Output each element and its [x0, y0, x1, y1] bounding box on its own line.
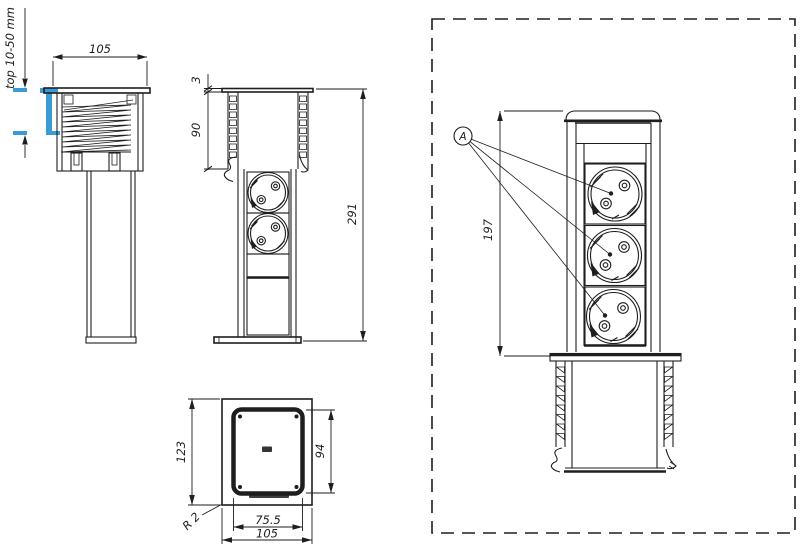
rib-strip-left	[229, 95, 237, 158]
dim-plate-length-label: 123	[174, 441, 188, 463]
cutout-length-dimension: 94	[306, 409, 335, 494]
spring-clip-right	[298, 154, 309, 173]
leader-line	[471, 138, 612, 194]
total-height-dimension: 291	[303, 88, 367, 342]
detail-tower	[564, 110, 662, 352]
upper-housing	[221, 87, 314, 183]
leader-line	[468, 142, 606, 316]
dim-total-label: 291	[345, 203, 359, 225]
top-cap	[565, 110, 661, 121]
unit-retracted-body	[43, 87, 151, 344]
width-dimension: 105	[52, 42, 148, 86]
view-side-extended: 3 90 291	[189, 74, 367, 344]
leader-line	[469, 141, 611, 255]
countertop-plate	[549, 352, 682, 362]
under-counter-tube	[86, 171, 136, 337]
plate-width-dimension: 105	[221, 508, 313, 544]
dim-plate-width-label: 105	[256, 527, 278, 541]
detail-counter-and-housing	[549, 352, 682, 473]
counter-board-highlight	[13, 88, 60, 135]
view-detail: A 197	[431, 18, 796, 534]
callout-label: A	[458, 131, 466, 143]
counter-thickness-dimension	[22, 8, 28, 158]
rib-strip-left	[555, 366, 565, 441]
detail-frame	[431, 18, 796, 534]
socket-outlet	[587, 166, 643, 222]
plate-length-dimension: 123	[174, 398, 220, 506]
extended-height-dimension: 197	[481, 110, 563, 357]
rib-strip-right	[299, 95, 307, 158]
spring-clip-left	[223, 156, 237, 183]
brand-mark	[249, 446, 289, 498]
socket-outlet	[585, 288, 642, 345]
socket-outlet	[247, 171, 289, 214]
radius-label: R 2	[180, 510, 203, 533]
socket-outlet	[247, 212, 289, 255]
brand-text-mark	[249, 494, 289, 498]
dim-width-label: 105	[89, 42, 111, 56]
view-plan: 123 94 75.5 105 R 2	[174, 398, 335, 544]
rib-strip-right	[664, 366, 674, 441]
dim-housing-label: 90	[189, 123, 203, 138]
lid-housing-dimensions: 3 90	[189, 74, 228, 173]
extended-tower	[213, 169, 302, 344]
cutout-width-dimension: 75.5	[233, 498, 303, 531]
lid-plate	[221, 87, 314, 93]
corner-radius-callout: R 2	[180, 504, 222, 533]
dim-cutout-width-label: 75.5	[255, 513, 281, 527]
spring-clip-left	[550, 447, 563, 473]
socket-outlet	[586, 227, 643, 284]
dim-lid-label: 3	[189, 76, 203, 83]
counter-thickness-note: top 10-50 mm	[3, 7, 17, 89]
mounting-plate	[221, 398, 313, 506]
spring-coil	[61, 104, 132, 153]
top-flange	[43, 87, 151, 94]
lid-top-face	[231, 407, 305, 496]
dim-extended-label: 197	[481, 218, 495, 241]
dim-cutout-length-label: 94	[313, 444, 327, 459]
callout-a: A	[453, 126, 614, 318]
view-side-section-retracted: top 10-50 mm 105	[3, 7, 151, 344]
callout-circle	[453, 126, 473, 146]
base-plate	[213, 336, 302, 344]
spring-clip-right	[665, 448, 677, 470]
